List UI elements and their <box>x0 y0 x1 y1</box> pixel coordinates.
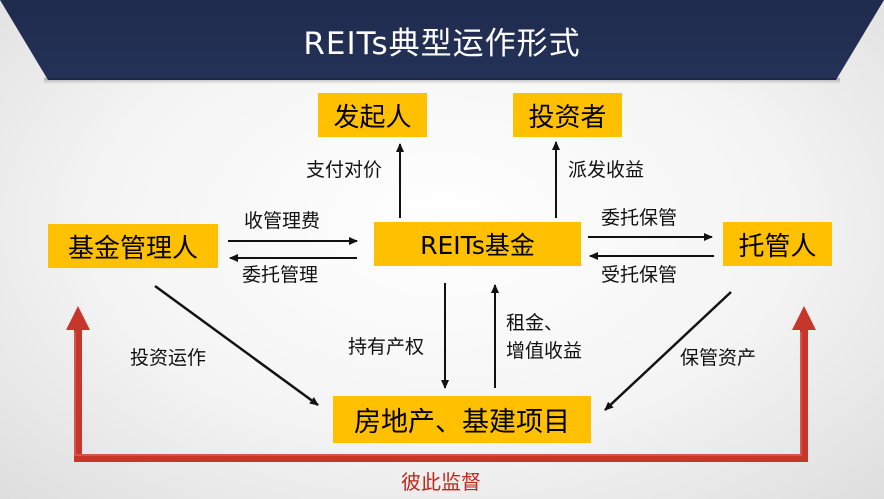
node-investor-label: 投资者 <box>528 102 607 133</box>
label-accept-custody: 受托保管 <box>601 264 678 286</box>
label-hold-property: 持有产权 <box>348 336 425 358</box>
node-property: 房地产、基建项目 <box>333 396 591 443</box>
supervision-bracket <box>66 306 816 462</box>
label-rent-line2: 增值收益 <box>506 340 583 362</box>
label-entrust-mgmt: 委托管理 <box>242 264 319 286</box>
node-property-label: 房地产、基建项目 <box>354 407 570 438</box>
page-title: REITs典型运作形式 <box>303 25 581 62</box>
arrow-manager-to-property <box>154 284 319 407</box>
node-sponsor-label: 发起人 <box>333 102 412 133</box>
label-mutual-supervision: 彼此监督 <box>401 470 481 494</box>
label-entrust-custody: 委托保管 <box>601 207 678 229</box>
node-custodian: 托管人 <box>723 222 832 266</box>
title-banner: REITs典型运作形式 <box>0 0 884 80</box>
node-sponsor: 发起人 <box>318 93 427 137</box>
node-fund-manager-label: 基金管理人 <box>67 233 198 264</box>
label-mgmt-fee: 收管理费 <box>244 210 321 232</box>
label-invest-ops: 投资运作 <box>130 347 207 369</box>
label-custody-assets: 保管资产 <box>680 347 757 369</box>
node-reits-fund-label: REITs基金 <box>420 231 535 260</box>
label-dividend: 派发收益 <box>568 159 645 181</box>
banner-shadow <box>44 78 840 84</box>
node-custodian-label: 托管人 <box>738 231 817 262</box>
node-reits-fund: REITs基金 <box>374 222 581 266</box>
label-rent-line1: 租金、 <box>506 312 564 334</box>
node-investor: 投资者 <box>513 93 622 137</box>
node-fund-manager: 基金管理人 <box>48 224 218 268</box>
label-pay-price: 支付对价 <box>306 159 383 181</box>
supervision-bracket-highlight <box>74 332 802 456</box>
